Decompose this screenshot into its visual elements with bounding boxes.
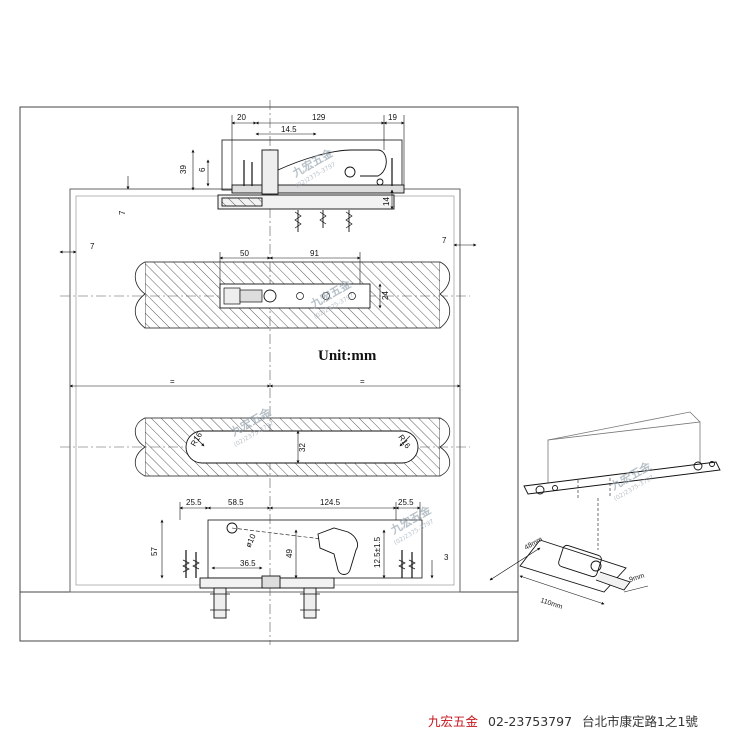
dim-25-5-right: 25.5 [398,498,414,507]
footer-brand: 九宏五金 [428,714,479,729]
equal-mark-left: = [170,377,175,386]
watermark-iso: 九宏五金 (02)2375-3797 [607,458,655,502]
dim-39: 39 [179,165,188,174]
footer-address: 台北市康定路1之1號 [582,714,698,729]
dim-14-5: 14.5 [281,125,297,134]
isometric-view [519,411,721,593]
dim-25-5-left: 25.5 [186,498,202,507]
dim-129: 129 [312,113,326,122]
slot-dimensions [193,430,411,464]
dim-10: ø10 [244,532,258,549]
dim-124-5: 124.5 [320,498,341,507]
dim-9mm: 9mm [628,572,645,584]
dim-7-top: 7 [118,210,127,215]
watermark-bottom: 九宏五金 (02)2375-3797 [387,502,435,546]
dim-24: 24 [381,291,390,300]
mid-section [134,261,451,329]
dim-7-left: 7 [90,242,95,251]
dim-14: 14 [382,197,391,206]
top-dimensions [126,115,405,210]
bottom-pivot-elevation [182,519,423,619]
footer-phone: 02-23753797 [488,714,573,729]
slot-section [134,417,451,477]
top-pivot-elevation [217,139,405,232]
dim-50: 50 [240,249,249,258]
dim-110mm: 110mm [539,597,563,611]
dim-57: 57 [150,547,159,556]
dim-12-5: 12.5±1.5 [373,536,382,568]
dim-6: 6 [198,167,207,172]
bottom-dimensions [160,502,434,579]
footer-contact: 九宏五金 02-23753797 台北市康定路1之1號 [428,711,748,730]
dim-19: 19 [388,113,397,122]
dim-49: 49 [285,549,294,558]
dim-91: 91 [310,249,319,258]
dim-36-5: 36.5 [240,559,256,568]
isometric-dimensions [489,547,649,605]
dim-3: 3 [444,553,449,562]
dim-20: 20 [237,113,246,122]
dim-58-5: 58.5 [228,498,244,507]
dim-7-right: 7 [442,236,447,245]
equal-mark-right: = [360,377,365,386]
mid-dimensions [59,243,477,388]
dim-32: 32 [298,443,307,452]
unit-label: Unit:mm [318,348,377,364]
